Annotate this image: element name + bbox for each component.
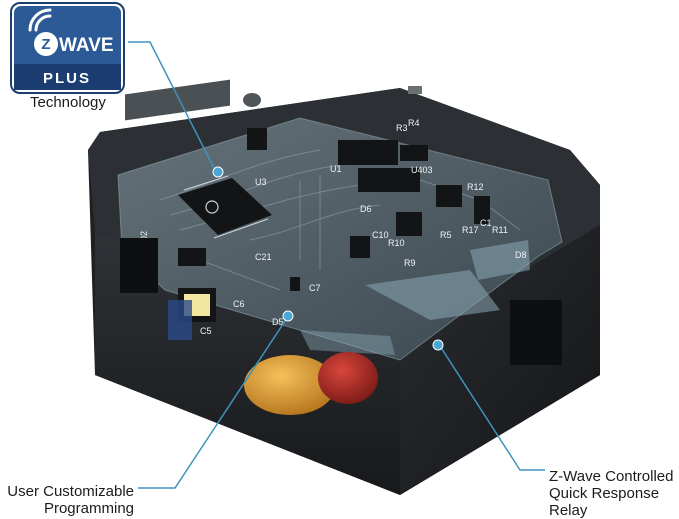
- callout-line: User Customizable: [7, 483, 134, 500]
- board-label: R10: [388, 238, 405, 248]
- board-label: U1: [330, 164, 342, 174]
- logo-caption: Technology: [30, 94, 106, 111]
- logo-leader-line: [128, 41, 216, 171]
- programming-callout: User Customizable Programming: [7, 483, 134, 517]
- board-label: C6: [233, 299, 245, 309]
- board-label: R4: [408, 118, 420, 128]
- board-label: U3: [255, 177, 267, 187]
- board-label: R9: [404, 258, 416, 268]
- relay-callout: Z-Wave Controlled Quick Response Relay: [549, 468, 673, 519]
- board-label: R3: [396, 123, 408, 133]
- board-label: D8: [515, 250, 527, 260]
- callout-line: Quick Response: [549, 485, 660, 502]
- board-label: D5: [272, 317, 284, 327]
- zwave-chip: [178, 175, 272, 239]
- board-label: R17: [462, 225, 479, 235]
- relay-marker-dot: [432, 339, 444, 351]
- logo-z-letter: Z: [41, 36, 50, 53]
- board-label: R11: [492, 225, 508, 235]
- red-capacitor: [318, 352, 378, 404]
- logo-plus-word: PLUS: [43, 70, 91, 87]
- callout-line: Relay: [549, 502, 588, 519]
- yellow-capacitor: [244, 355, 336, 415]
- board-label: C10: [372, 230, 389, 240]
- board-label: C1: [480, 218, 492, 228]
- relay-leader-line: [439, 345, 545, 471]
- board-label: R12: [467, 182, 484, 192]
- circuit-board: U3 U1 R3 R4 U403 R12 D6 R10 R5 R17 R11 C…: [117, 117, 563, 361]
- button-marker-dot: [282, 310, 294, 322]
- board-label: C7: [309, 283, 321, 293]
- callout-line: Z-Wave Controlled: [549, 468, 674, 485]
- board-label: C5: [200, 326, 212, 336]
- board-label: C21: [255, 252, 272, 262]
- zwave-plus-logo: Z WAVE PLUS: [10, 2, 125, 94]
- callout-line: Programming: [43, 500, 134, 517]
- board-label: U403: [411, 165, 433, 175]
- programming-leader-line: [138, 317, 288, 489]
- board-label: R5: [440, 230, 452, 240]
- chip-marker-dot: [212, 166, 224, 178]
- board-label: D6: [360, 204, 372, 214]
- wireless-signal-icon: [28, 8, 52, 32]
- logo-wave-word: WAVE: [59, 35, 114, 56]
